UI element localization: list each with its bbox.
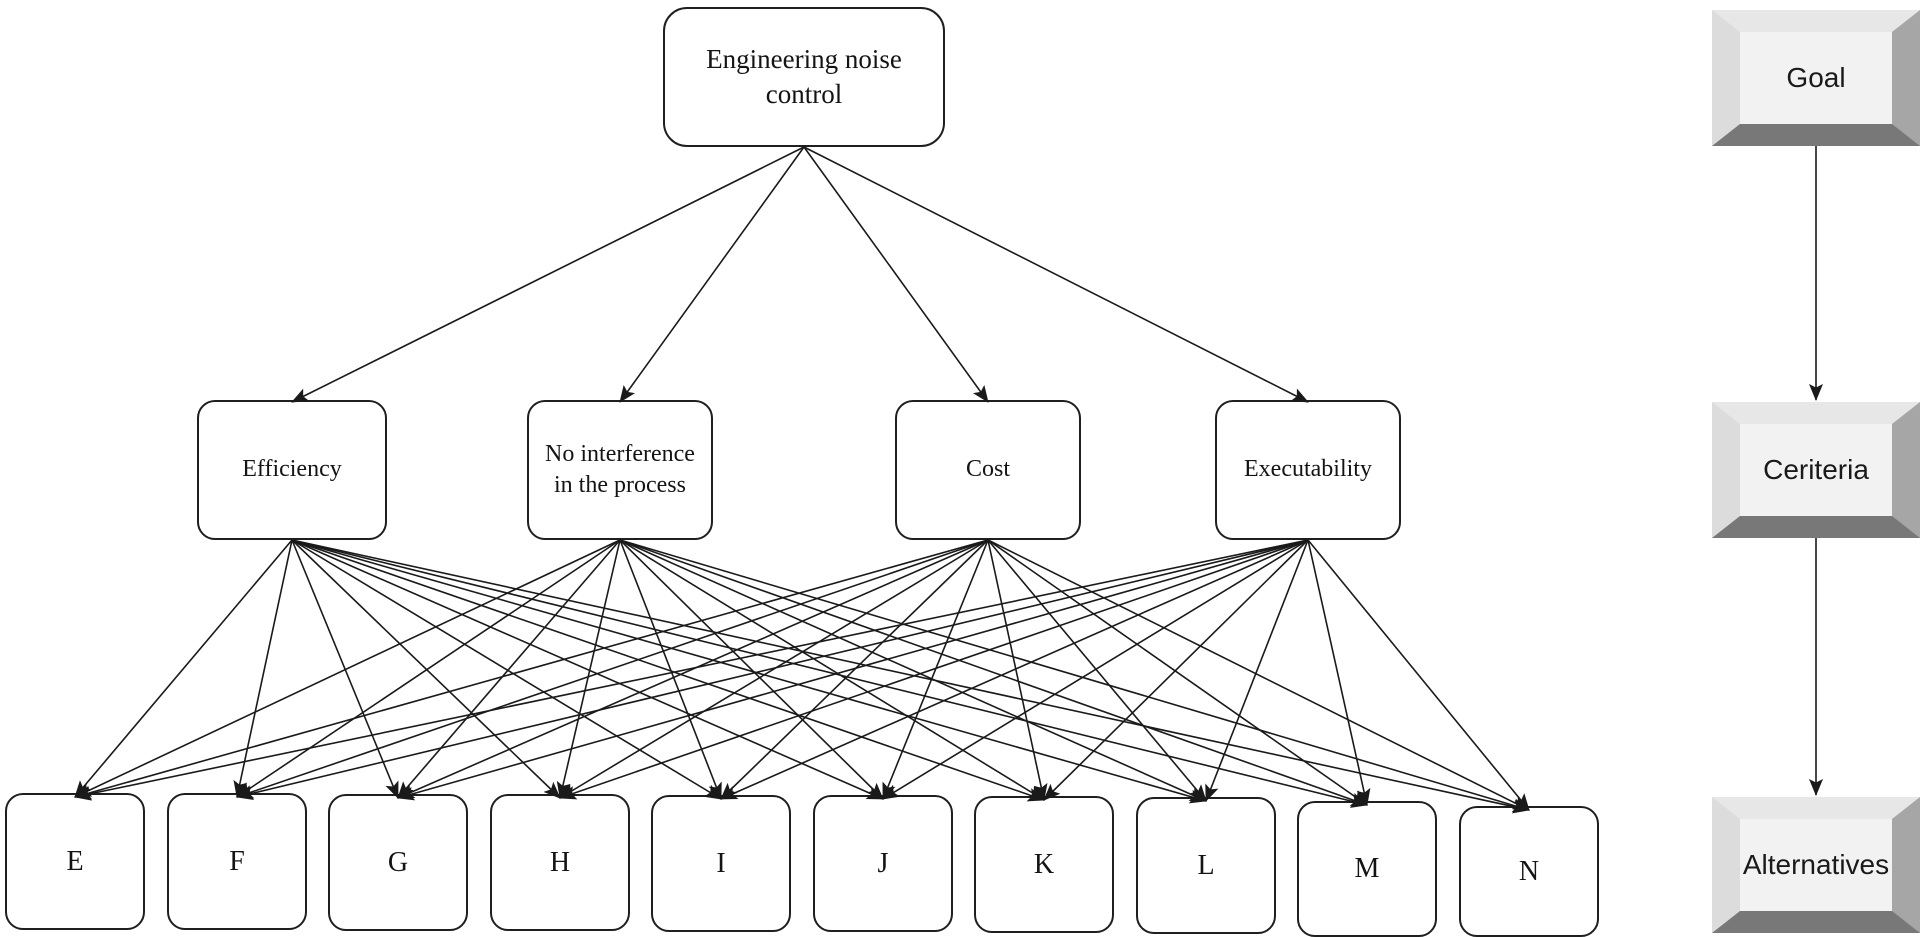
legend-keycap-ceriteria: Ceriteria <box>1712 402 1920 538</box>
edge-cost-g <box>397 539 989 799</box>
edge-executability-j <box>882 539 1309 800</box>
edge-efficiency-i <box>291 539 722 800</box>
node-criteria-no-interference: No interference in the process <box>527 400 713 540</box>
legend-keycap-alternatives: Alternatives <box>1712 797 1920 933</box>
node-label: No interference in the process <box>545 440 695 498</box>
edge-no-interference-h <box>556 539 621 799</box>
edge-no-interference-g <box>397 539 621 799</box>
node-label: Cost <box>965 456 1010 483</box>
node-label: Efficiency <box>242 456 342 483</box>
node-goal: Engineering noise control <box>663 7 945 147</box>
edge-goal-no-interference <box>619 146 805 403</box>
node-label: N <box>1518 855 1540 887</box>
node-label: Executability <box>1244 456 1372 483</box>
edge-efficiency-f <box>233 539 293 798</box>
edge-cost-h <box>559 539 989 799</box>
edge-executability-l <box>1205 539 1309 802</box>
edge-efficiency-m <box>291 539 1368 808</box>
edge-efficiency-e <box>74 539 293 798</box>
node-alternative-m: M <box>1297 801 1437 937</box>
node-alternative-j: J <box>813 795 953 932</box>
node-label: Engineering noise control <box>706 43 902 109</box>
edge-no-interference-j <box>619 539 884 800</box>
node-label: J <box>877 847 889 879</box>
edge-no-interference-n <box>619 539 1530 813</box>
edge-cost-k <box>987 539 1048 801</box>
edge-executability-k <box>1043 539 1309 801</box>
edge-no-interference-m <box>619 539 1368 807</box>
node-label: G <box>387 846 409 878</box>
edge-cost-n <box>987 539 1530 811</box>
node-alternative-n: N <box>1459 806 1599 937</box>
edge-no-interference-i <box>619 539 722 800</box>
edge-efficiency-l <box>291 539 1207 804</box>
legend-label: Goal <box>1786 62 1846 93</box>
edge-cost-m <box>987 539 1368 806</box>
edge-no-interference-f <box>236 539 621 798</box>
node-alternative-l: L <box>1136 797 1276 934</box>
node-alternative-g: G <box>328 794 468 931</box>
node-alternative-h: H <box>490 794 630 931</box>
node-label: H <box>549 846 571 878</box>
node-alternative-f: F <box>167 793 307 930</box>
edge-efficiency-g <box>291 539 399 799</box>
edge-executability-m <box>1307 539 1371 806</box>
legend-label: Alternatives <box>1742 849 1890 880</box>
node-criteria-executability: Executability <box>1215 400 1401 540</box>
edge-cost-l <box>987 539 1207 802</box>
edge-executability-h <box>559 539 1309 800</box>
edge-goal-executability <box>803 146 1309 403</box>
node-label: L <box>1197 849 1215 881</box>
node-criteria-efficiency: Efficiency <box>197 400 387 540</box>
node-label: M <box>1354 853 1380 884</box>
edge-efficiency-n <box>291 539 1530 814</box>
edge-goal-efficiency <box>291 146 805 403</box>
edge-executability-g <box>397 539 1309 801</box>
edge-cost-e <box>74 539 989 800</box>
legend-label: Ceriteria <box>1763 454 1869 485</box>
node-label: E <box>66 845 84 877</box>
node-label: I <box>716 847 726 879</box>
edge-cost-i <box>720 539 989 800</box>
node-criteria-cost: Cost <box>895 400 1081 540</box>
edge-executability-i <box>720 539 1309 800</box>
legend-keycap-goal: Goal <box>1712 10 1920 146</box>
edge-executability-f <box>236 539 1309 801</box>
edge-no-interference-e <box>74 539 621 798</box>
edge-executability-e <box>74 539 1309 801</box>
node-alternative-i: I <box>651 795 791 932</box>
edge-no-interference-l <box>619 539 1207 802</box>
edge-efficiency-k <box>291 539 1045 802</box>
node-label: F <box>229 845 245 877</box>
edge-cost-j <box>882 539 989 800</box>
edge-cost-f <box>236 539 989 799</box>
edge-no-interference-k <box>619 539 1045 801</box>
node-alternative-k: K <box>974 796 1114 933</box>
node-alternative-e: E <box>5 793 145 930</box>
edge-goal-cost <box>803 146 989 403</box>
edge-efficiency-j <box>291 539 884 800</box>
node-label: K <box>1033 848 1055 880</box>
edge-efficiency-h <box>291 539 561 799</box>
edge-executability-n <box>1307 539 1530 811</box>
